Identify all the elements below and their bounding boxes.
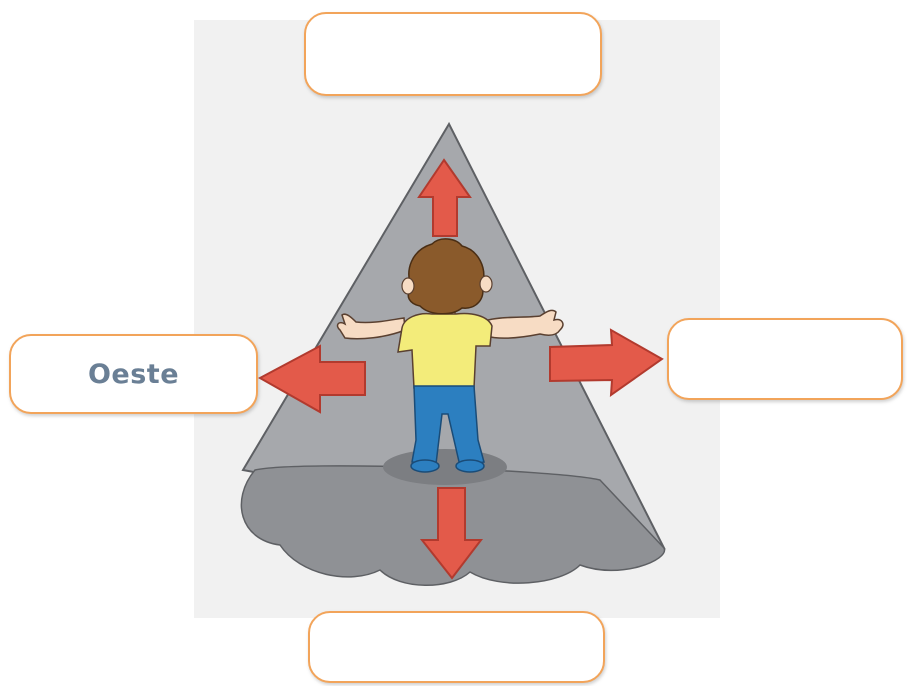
right-ear xyxy=(479,275,493,293)
north-arrow-icon xyxy=(417,158,472,237)
north-label-box[interactable] xyxy=(304,12,602,96)
left-shoe xyxy=(410,459,440,473)
left-arm xyxy=(336,313,406,340)
west-arrow-icon xyxy=(257,344,366,414)
south-label-box[interactable] xyxy=(308,611,605,683)
west-label: Oeste xyxy=(87,358,180,390)
east-arrow-icon xyxy=(549,328,664,398)
hair xyxy=(407,238,485,315)
right-shoe xyxy=(455,459,485,473)
shirt xyxy=(397,312,493,389)
west-label-box[interactable]: Oeste xyxy=(9,334,258,414)
boy-figure xyxy=(336,238,564,473)
pants xyxy=(411,385,485,467)
feet-shadow xyxy=(383,449,507,485)
right-arm xyxy=(485,309,564,339)
left-ear xyxy=(401,277,415,295)
south-arrow-icon xyxy=(419,487,484,580)
east-label-box[interactable] xyxy=(667,318,903,400)
